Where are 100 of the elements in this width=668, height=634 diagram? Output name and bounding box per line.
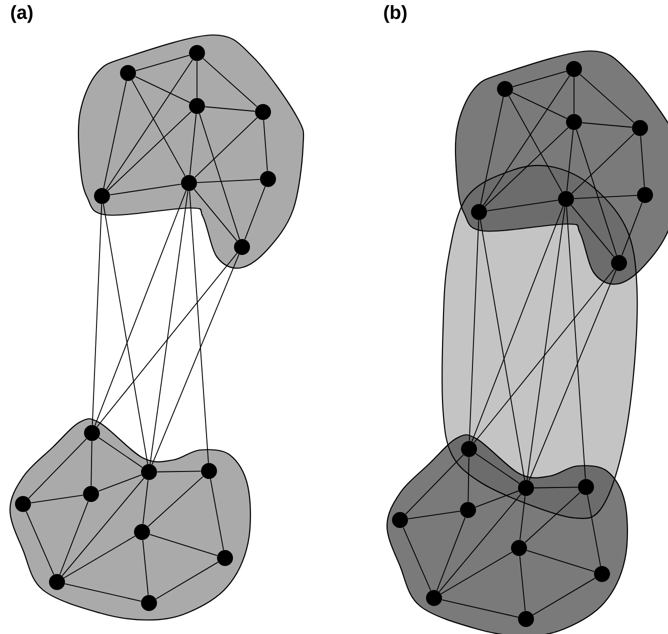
vertex-dot xyxy=(141,464,157,480)
edge-line xyxy=(106,59,193,190)
edge-line xyxy=(480,220,526,480)
vertex-dot xyxy=(189,98,205,114)
edge-line xyxy=(576,129,617,256)
edge-line xyxy=(148,476,204,527)
edge-line xyxy=(204,106,256,112)
edge-line xyxy=(587,494,601,566)
edge-line xyxy=(64,536,136,578)
edge-line xyxy=(438,494,522,592)
edge-line xyxy=(526,550,595,572)
edge-line xyxy=(196,60,198,98)
edge-line xyxy=(189,190,209,464)
vertex-dot xyxy=(217,550,233,566)
edge-line xyxy=(440,552,512,594)
vertex-dot xyxy=(15,496,31,512)
edge-line xyxy=(570,204,614,258)
vertex-dot xyxy=(632,120,648,136)
edge-line xyxy=(472,206,564,442)
edge-line xyxy=(640,136,645,188)
vertex-dot xyxy=(49,574,65,590)
edge-line xyxy=(199,113,240,240)
edge-line xyxy=(202,58,258,107)
edge-line xyxy=(571,133,635,194)
edge-line xyxy=(132,80,186,176)
edge-line xyxy=(512,70,567,88)
vertex-dot xyxy=(566,114,582,130)
edge-line xyxy=(90,440,92,486)
edge-line xyxy=(103,80,127,188)
edge-line xyxy=(475,490,519,508)
edge-line xyxy=(574,194,638,200)
edge-line xyxy=(152,254,240,465)
vertex-dot xyxy=(255,104,271,120)
edge-line xyxy=(142,540,149,596)
vertex-dot xyxy=(120,65,136,81)
edge-line xyxy=(189,114,197,176)
vertex-dot xyxy=(518,611,534,627)
edge-line xyxy=(532,578,596,616)
vertex-dot xyxy=(234,239,250,255)
vertex-dot xyxy=(558,191,574,207)
edge-line xyxy=(102,204,148,464)
vertex-dot xyxy=(201,463,217,479)
vertex-dot xyxy=(594,566,610,582)
edge-line xyxy=(96,252,238,428)
vertex-dot xyxy=(518,480,534,496)
edge-line xyxy=(108,111,192,191)
edge-line xyxy=(622,202,643,256)
edge-line xyxy=(62,478,144,576)
edge-line xyxy=(408,510,460,520)
edge-line xyxy=(580,74,634,123)
edge-line xyxy=(92,204,102,426)
edge-line xyxy=(405,454,464,515)
vertex-dot xyxy=(426,590,442,606)
edge-line xyxy=(210,478,224,550)
edge-line xyxy=(156,562,218,600)
edge-line xyxy=(436,517,466,591)
edge-line xyxy=(263,120,268,172)
edge-line xyxy=(30,494,84,504)
edge-line xyxy=(483,75,570,206)
edge-line xyxy=(149,534,218,556)
vertex-dot xyxy=(189,45,205,61)
edge-line xyxy=(402,527,432,591)
vertex-dot xyxy=(637,187,654,203)
edge-line xyxy=(519,556,526,612)
edge-line xyxy=(526,206,566,480)
edge-line xyxy=(94,190,186,426)
edge-line xyxy=(534,486,578,488)
edge-line xyxy=(64,583,142,602)
edge-line xyxy=(110,184,182,196)
edge-line xyxy=(26,511,54,575)
vertex-dot xyxy=(471,204,487,220)
vertex-dot xyxy=(94,188,110,204)
edge-line xyxy=(468,220,480,442)
edge-line xyxy=(98,437,143,468)
vertex-dot xyxy=(611,255,627,271)
vertex-dot xyxy=(260,171,276,187)
edge-line xyxy=(566,206,586,480)
panel-label: (a) xyxy=(11,5,32,23)
edge-line xyxy=(480,96,504,204)
edge-line xyxy=(134,76,190,103)
vertex-dot xyxy=(460,502,476,518)
edge-line xyxy=(475,453,520,484)
edge-line xyxy=(474,268,614,444)
vertex-dot xyxy=(511,540,527,556)
edge-line xyxy=(194,188,238,242)
edge-line xyxy=(524,492,580,543)
edge-line xyxy=(520,496,526,540)
edge-line xyxy=(135,54,190,72)
edge-line xyxy=(28,438,87,499)
edge-line xyxy=(512,92,568,119)
vertex-dot xyxy=(566,61,582,77)
edge-line xyxy=(244,186,266,240)
vertex-dot xyxy=(134,524,150,540)
vertex-dot xyxy=(141,595,157,611)
edge-line xyxy=(528,270,616,481)
edge-line xyxy=(566,130,574,192)
panel-label: (b) xyxy=(384,5,407,23)
edge-line xyxy=(150,190,188,464)
vertex-dot xyxy=(83,486,99,502)
edge-line xyxy=(484,127,568,207)
